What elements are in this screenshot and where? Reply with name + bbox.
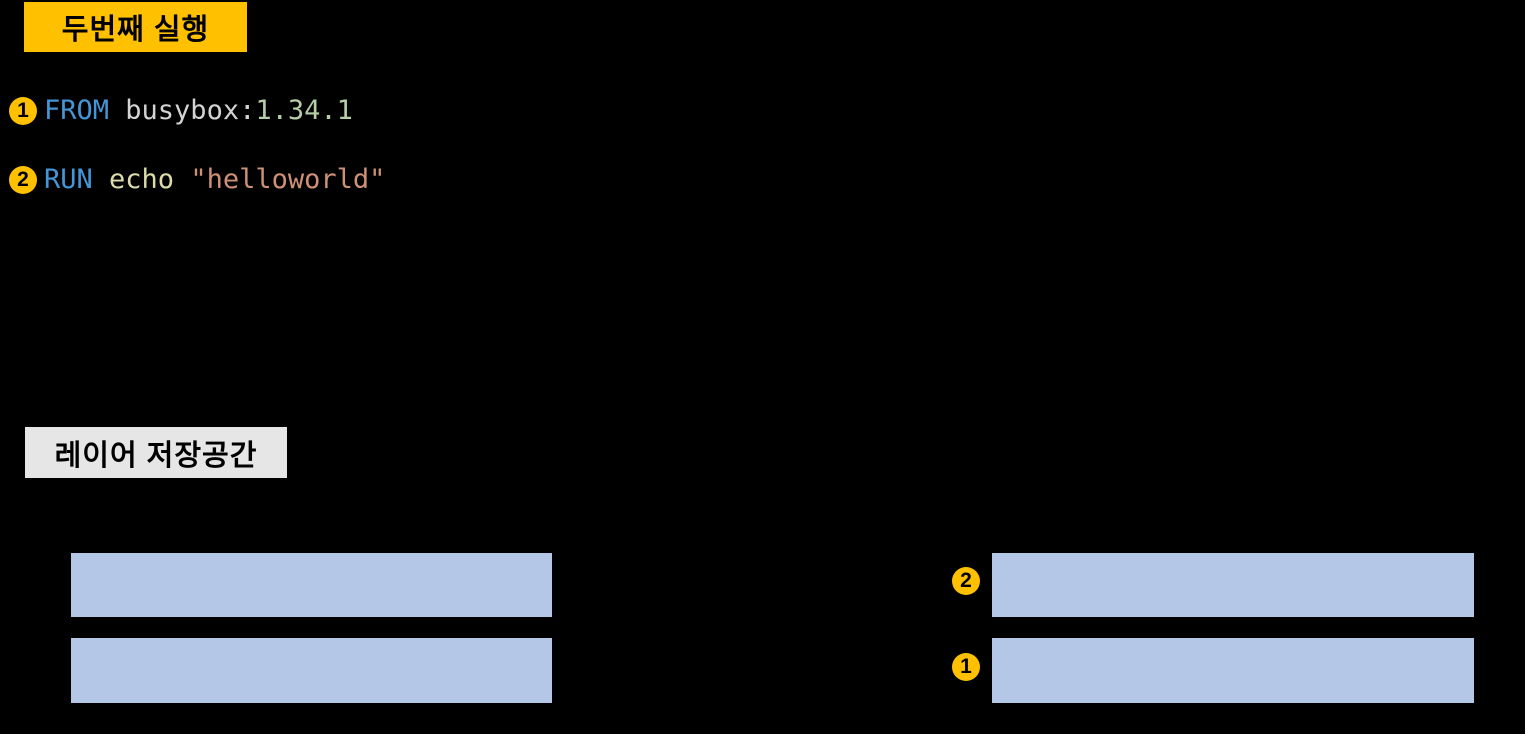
storage-badge: 레이어 저장공간 bbox=[25, 427, 287, 478]
layer-1-marker-icon: 1 bbox=[952, 653, 980, 681]
step-2-marker-icon: 2 bbox=[9, 166, 37, 194]
dockerfile-line-2: 2 RUN echo "helloworld" bbox=[9, 166, 385, 194]
layer-bar-left-bottom bbox=[71, 638, 552, 703]
dockerfile-line-1: 1 FROM busybox:1.34.1 bbox=[9, 97, 353, 125]
code-image-tag: 1.34.1 bbox=[255, 95, 353, 126]
storage-badge-label: 레이어 저장공간 bbox=[54, 439, 258, 472]
layer-2-marker-icon: 2 bbox=[952, 567, 980, 595]
dockerfile-line-1-code: FROM busybox:1.34.1 bbox=[44, 97, 353, 125]
code-command-echo: echo bbox=[92, 164, 191, 195]
layer-bar-left-top bbox=[71, 553, 552, 617]
dockerfile-line-2-code: RUN echo "helloworld" bbox=[44, 166, 385, 194]
code-image-name: busybox: bbox=[109, 95, 256, 126]
code-keyword-run: RUN bbox=[44, 164, 93, 195]
code-string-helloworld: "helloworld" bbox=[190, 164, 386, 195]
layer-bar-right-bottom bbox=[992, 638, 1474, 703]
step-1-marker-icon: 1 bbox=[9, 97, 37, 125]
title-badge-label: 두번째 실행 bbox=[61, 14, 210, 46]
title-badge: 두번째 실행 bbox=[24, 2, 247, 52]
code-keyword-from: FROM bbox=[44, 95, 110, 126]
layer-bar-right-top bbox=[992, 553, 1474, 617]
